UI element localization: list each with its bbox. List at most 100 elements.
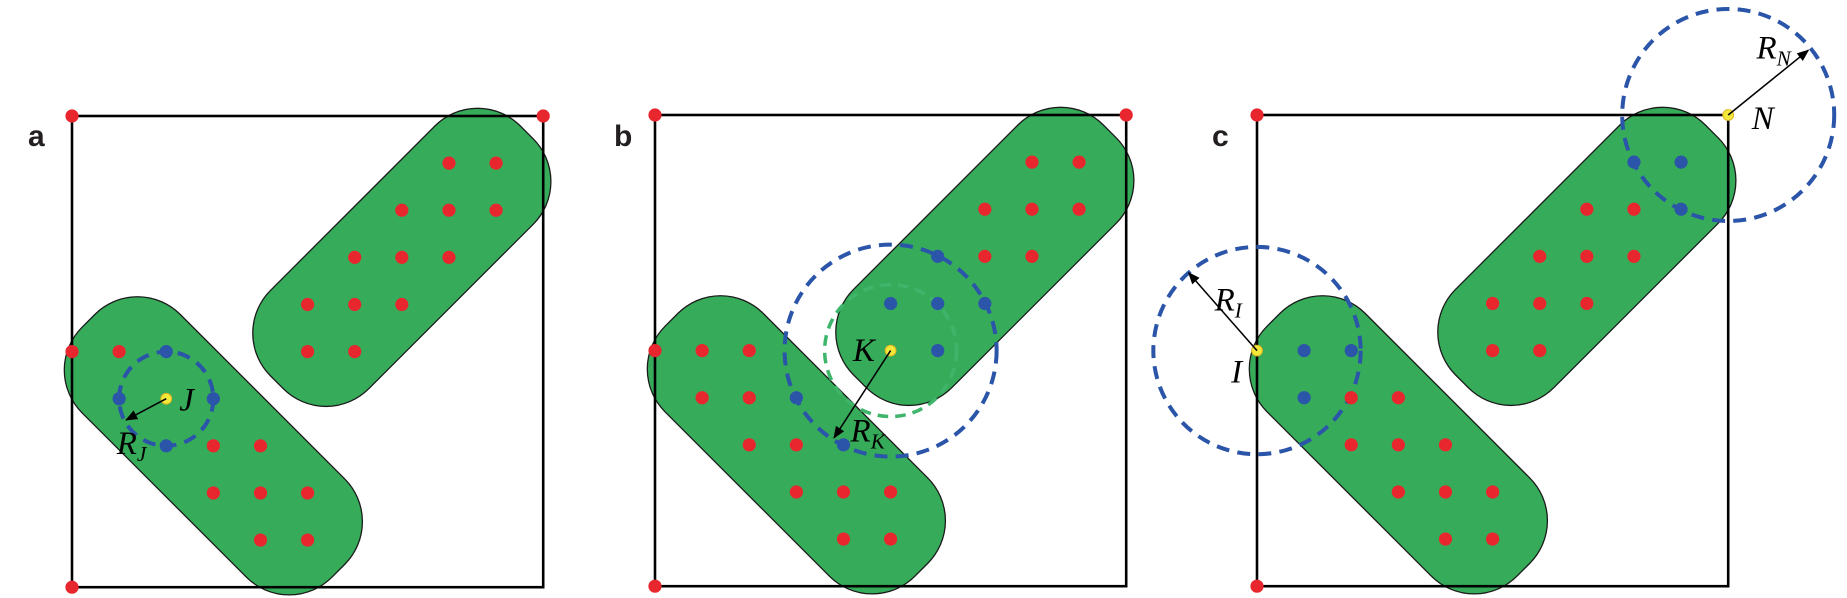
red-node (301, 297, 315, 312)
blue-neighbor-node (789, 391, 803, 405)
red-node (536, 109, 550, 123)
math-label-RK: RK (850, 413, 887, 453)
math-label-RN: RN (1755, 30, 1792, 70)
radius-arrow (1727, 49, 1810, 116)
red-node (1072, 202, 1086, 216)
red-node (1580, 296, 1594, 311)
panel-label-b: b (614, 120, 632, 153)
red-node (253, 533, 268, 547)
red-node (65, 109, 79, 123)
red-node (648, 108, 662, 122)
red-node (1072, 155, 1086, 169)
red-node (1533, 344, 1547, 358)
red-node (1580, 202, 1594, 216)
red-node (1344, 391, 1358, 405)
panel-a: JRJ (63, 107, 552, 596)
red-node (978, 202, 992, 216)
math-label-N: N (1751, 101, 1776, 137)
red-node (348, 297, 362, 312)
red-node (253, 486, 268, 500)
red-node (1025, 155, 1039, 169)
red-node (1250, 108, 1264, 122)
blue-neighbor-node (1297, 344, 1311, 358)
red-node (1486, 485, 1500, 499)
red-node (1533, 249, 1547, 263)
red-node (1438, 485, 1453, 499)
red-node (442, 250, 456, 264)
blue-neighbor-node (112, 392, 126, 406)
red-node (836, 532, 851, 546)
blue-neighbor-node (1674, 155, 1688, 169)
red-node (395, 250, 409, 264)
red-node (978, 249, 992, 263)
red-node (395, 297, 409, 312)
blue-neighbor-node (931, 344, 945, 358)
red-node (742, 344, 756, 358)
radius-arrow (833, 350, 892, 439)
red-node (742, 391, 756, 405)
red-node (442, 156, 456, 170)
blue-neighbor-node (931, 249, 945, 263)
red-node (695, 391, 709, 405)
red-node (301, 486, 315, 500)
blue-neighbor-node (159, 345, 173, 359)
yellow-center-node-K (884, 344, 897, 357)
red-node (206, 439, 220, 453)
red-node (1391, 391, 1405, 405)
blue-neighbor-node (1344, 344, 1358, 358)
panel-label-c: c (1212, 120, 1229, 153)
red-node (1119, 108, 1133, 122)
red-node (884, 485, 898, 499)
red-node (253, 439, 268, 453)
red-node (1486, 344, 1500, 358)
red-node (489, 156, 503, 170)
red-node (1025, 249, 1039, 263)
red-node (348, 250, 362, 264)
red-node (1533, 296, 1547, 311)
blue-neighbor-node (931, 296, 945, 311)
math-label-K: K (852, 333, 877, 369)
blue-neighbor-node (159, 439, 173, 453)
red-node (1580, 249, 1594, 263)
red-node (884, 532, 898, 546)
red-node (65, 345, 79, 359)
blue-neighborhood-circle (1151, 244, 1363, 457)
red-node (695, 344, 709, 358)
red-node (789, 438, 803, 452)
red-node (1627, 202, 1641, 216)
blue-neighbor-node (1674, 202, 1688, 216)
red-node (1627, 249, 1641, 263)
red-node (1438, 438, 1453, 452)
red-node (1486, 296, 1500, 311)
blue-neighbor-node (884, 296, 898, 311)
radius-arrow (125, 398, 167, 421)
red-node (395, 203, 409, 217)
panel-b: K RK (646, 106, 1135, 595)
math-label-J: J (179, 383, 195, 419)
red-node (301, 345, 315, 359)
math-label-RI: RI (1214, 283, 1243, 323)
red-node (742, 438, 756, 452)
red-node (206, 486, 220, 500)
red-node (836, 485, 851, 499)
red-node (1250, 579, 1264, 593)
red-node (1344, 438, 1358, 452)
blue-neighbor-node (206, 392, 220, 406)
red-node (1391, 485, 1405, 499)
red-node (112, 345, 126, 359)
panel-label-a: a (28, 120, 45, 153)
blue-neighbor-node (1297, 391, 1311, 405)
red-node (1025, 202, 1039, 216)
math-subscript: I (1234, 299, 1243, 323)
red-node (489, 203, 503, 217)
yellow-center-node-J (160, 392, 173, 405)
math-label-I: I (1230, 354, 1244, 390)
blue-neighbor-node (978, 296, 992, 311)
red-node (789, 485, 803, 499)
blue-neighborhood-circle (1620, 6, 1837, 224)
red-node (1438, 532, 1453, 546)
red-node (301, 533, 315, 547)
